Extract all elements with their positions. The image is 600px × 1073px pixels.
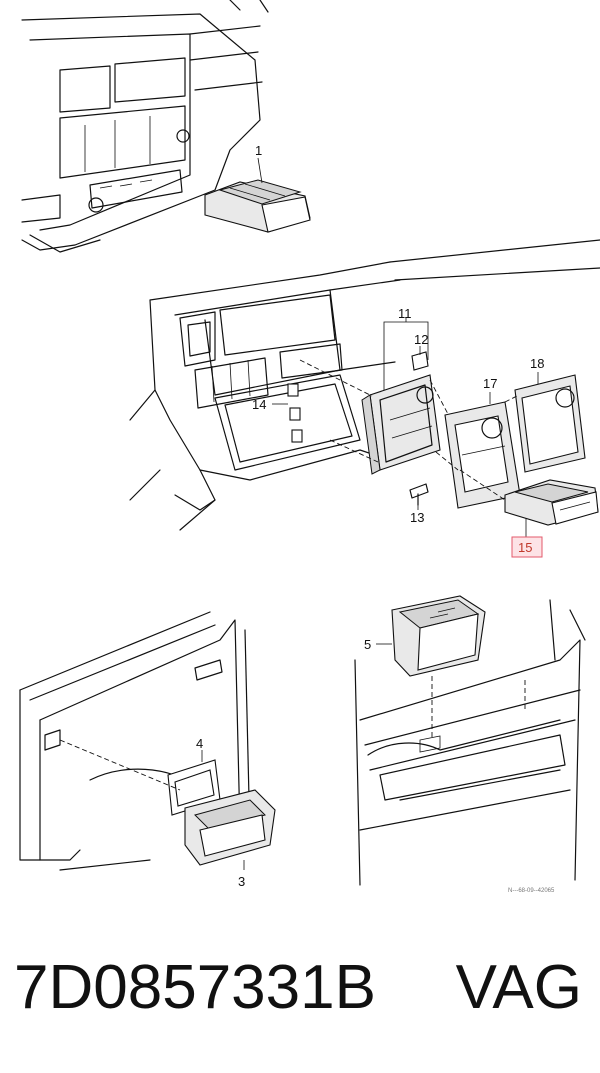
leader-11 — [383, 318, 429, 330]
callout-12: 12 — [414, 332, 428, 347]
callout-18: 18 — [530, 356, 544, 371]
leader-1 — [257, 157, 263, 184]
ashtray-part-15 — [504, 479, 599, 526]
cover-part-18 — [514, 374, 586, 473]
ashtray-part-5 — [391, 595, 486, 677]
clips-14 — [287, 383, 303, 443]
dashboard-top-drawing — [21, 0, 269, 253]
ashtray-part-3 — [184, 789, 276, 866]
callout-15: 15 — [518, 540, 532, 555]
callout-17: 17 — [483, 376, 497, 391]
callout-3: 3 — [238, 874, 245, 889]
callout-1: 1 — [255, 143, 262, 158]
part-number: 7D0857331B — [14, 953, 376, 1022]
brand-label: VAG — [455, 953, 582, 1022]
callout-11: 11 — [398, 306, 412, 321]
part-footer: 7D0857331B VAG — [0, 948, 600, 1028]
callout-15-highlight — [511, 536, 543, 558]
bezel-part-17 — [444, 401, 521, 509]
callout-4: 4 — [196, 736, 203, 751]
center-console-drawing — [129, 239, 600, 531]
callout-5: 5 — [364, 637, 371, 652]
bracket-part-11 — [361, 374, 441, 475]
callout-14: 14 — [252, 397, 266, 412]
ashtray-part-1 — [204, 179, 311, 233]
callout-13: 13 — [410, 510, 424, 525]
parts-diagram: 1 14 11 12 — [19, 0, 600, 894]
assembly-lines — [299, 359, 518, 501]
clip-part-12 — [411, 351, 429, 371]
door-panel-right-drawing — [354, 599, 586, 886]
reference-code: N---68-09--42065 — [508, 888, 555, 894]
screw-part-13 — [409, 483, 429, 506]
ashtray-frame-part-4 — [167, 759, 221, 816]
